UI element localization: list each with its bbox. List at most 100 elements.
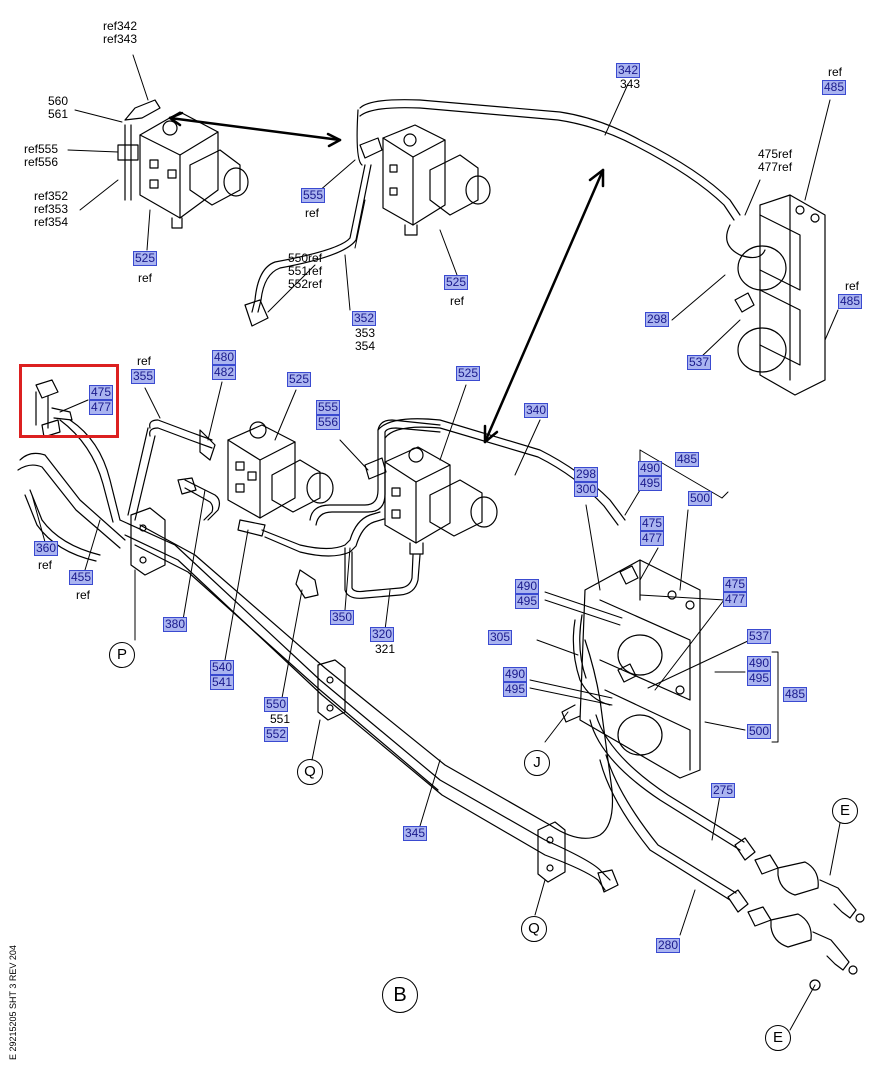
tag-320[interactable]: 320 <box>370 627 395 642</box>
label-551ref: 551ref <box>288 264 323 278</box>
highlight-box <box>19 364 119 438</box>
tag-340[interactable]: 340 <box>524 403 549 418</box>
tag-355[interactable]: 355 <box>131 369 156 384</box>
tag-475-c[interactable]: 475 <box>723 577 748 592</box>
tag-540[interactable]: 540 <box>210 660 235 675</box>
label-ref342: ref342 <box>103 19 138 33</box>
fitting-E-upper <box>734 837 865 923</box>
callout-P: P <box>109 642 135 668</box>
tag-482[interactable]: 482 <box>212 365 237 380</box>
label-552ref: 552ref <box>288 277 323 291</box>
fitting-E-lower <box>727 889 858 991</box>
arrow-top <box>168 111 342 148</box>
label-477ref: 477ref <box>758 160 793 174</box>
callout-J: J <box>524 750 550 776</box>
tag-380[interactable]: 380 <box>163 617 188 632</box>
tag-555-top[interactable]: 555 <box>301 188 326 203</box>
label-ref-485b: ref <box>845 279 860 293</box>
tag-477-highlight[interactable]: 477 <box>89 400 114 415</box>
valve-middle-left <box>227 421 334 537</box>
tag-495-d[interactable]: 495 <box>503 682 528 697</box>
tag-537-top[interactable]: 537 <box>687 355 712 370</box>
tag-455[interactable]: 455 <box>69 570 94 585</box>
tag-342[interactable]: 342 <box>616 63 641 78</box>
tag-475-highlight[interactable]: 475 <box>89 385 114 400</box>
label-321: 321 <box>375 642 396 656</box>
tag-490-a[interactable]: 490 <box>638 461 663 476</box>
label-353: 353 <box>355 326 376 340</box>
valve-top-left <box>117 99 249 229</box>
tag-485-right[interactable]: 485 <box>838 294 863 309</box>
tag-275[interactable]: 275 <box>711 783 736 798</box>
label-ref352: ref352 <box>34 189 69 203</box>
callout-Q-lower: Q <box>521 916 547 942</box>
tag-541[interactable]: 541 <box>210 675 235 690</box>
valve-stack-right <box>561 559 701 779</box>
valve-top-middle <box>244 109 491 327</box>
tag-525-middle-left[interactable]: 525 <box>287 372 312 387</box>
label-ref343: ref343 <box>103 32 138 46</box>
pipes-lower-long <box>119 507 619 893</box>
label-354: 354 <box>355 339 376 353</box>
tag-555-middle[interactable]: 555 <box>316 400 341 415</box>
label-550ref: 550ref <box>288 251 323 265</box>
drawing-code: E 29215205 SHT 3 REV 204 <box>8 945 18 1060</box>
tag-298-right[interactable]: 298 <box>574 467 599 482</box>
tag-500-upper[interactable]: 500 <box>688 491 713 506</box>
label-ref-455: ref <box>76 588 91 602</box>
tag-477-c[interactable]: 477 <box>723 592 748 607</box>
tag-495-c[interactable]: 495 <box>747 671 772 686</box>
tag-550[interactable]: 550 <box>264 697 289 712</box>
arrow-diagonal <box>483 168 605 444</box>
callout-E-upper: E <box>832 798 858 824</box>
tag-480[interactable]: 480 <box>212 350 237 365</box>
label-475ref: 475ref <box>758 147 793 161</box>
tag-490-b[interactable]: 490 <box>515 579 540 594</box>
label-ref-485a: ref <box>828 65 843 79</box>
callout-E-lower: E <box>765 1025 791 1051</box>
tag-350[interactable]: 350 <box>330 610 355 625</box>
callout-Q-upper: Q <box>297 759 323 785</box>
label-ref-360: ref <box>38 558 53 572</box>
tag-305[interactable]: 305 <box>488 630 513 645</box>
tag-360[interactable]: 360 <box>34 541 59 556</box>
label-ref-555a: ref <box>305 206 320 220</box>
tag-556[interactable]: 556 <box>316 415 341 430</box>
tag-352[interactable]: 352 <box>352 311 377 326</box>
pipes-middle <box>127 418 626 599</box>
tag-485-lower[interactable]: 485 <box>783 687 808 702</box>
label-ref556: ref556 <box>24 155 59 169</box>
tag-495-a[interactable]: 495 <box>638 476 663 491</box>
valve-stack-top-right <box>726 194 826 396</box>
tag-298-top[interactable]: 298 <box>645 312 670 327</box>
label-ref-355: ref <box>137 354 152 368</box>
tag-552[interactable]: 552 <box>264 727 289 742</box>
tag-475-b[interactable]: 475 <box>640 516 665 531</box>
tag-345[interactable]: 345 <box>403 826 428 841</box>
tag-477-b[interactable]: 477 <box>640 531 665 546</box>
tag-300[interactable]: 300 <box>574 482 599 497</box>
pipes-right-cables <box>589 714 745 901</box>
tag-500-lower[interactable]: 500 <box>747 724 772 739</box>
label-ref-525b: ref <box>450 294 465 308</box>
label-343: 343 <box>620 77 641 91</box>
tag-485-cluster[interactable]: 485 <box>675 452 700 467</box>
label-561: 561 <box>48 107 69 121</box>
view-label-B: B <box>382 977 418 1013</box>
tag-525-middle-right[interactable]: 525 <box>456 366 481 381</box>
valve-middle-right <box>364 446 498 555</box>
pipes-left-bundle <box>17 419 126 562</box>
tag-485-top[interactable]: 485 <box>822 80 847 95</box>
label-ref354: ref354 <box>34 215 69 229</box>
tag-280[interactable]: 280 <box>656 938 681 953</box>
tag-495-b[interactable]: 495 <box>515 594 540 609</box>
tag-490-d[interactable]: 490 <box>503 667 528 682</box>
tag-525-top-left[interactable]: 525 <box>133 251 158 266</box>
tag-537-right[interactable]: 537 <box>747 629 772 644</box>
tag-525-top-middle[interactable]: 525 <box>444 275 469 290</box>
pipe-top-long <box>359 99 741 221</box>
label-ref353: ref353 <box>34 202 69 216</box>
tag-490-c[interactable]: 490 <box>747 656 772 671</box>
label-560: 560 <box>48 94 69 108</box>
